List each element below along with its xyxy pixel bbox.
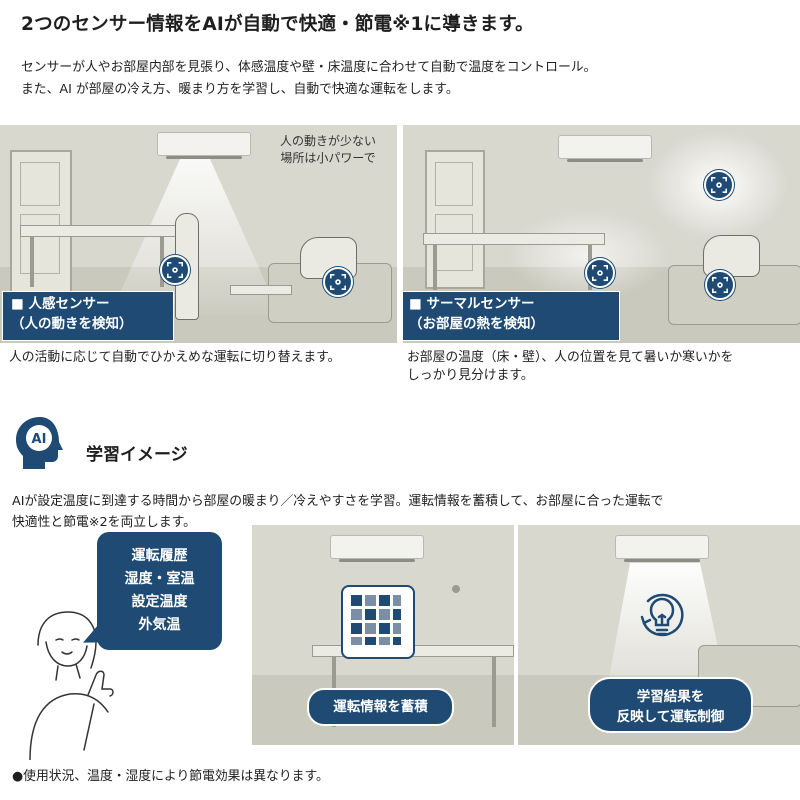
sensor-target-icon <box>160 255 190 285</box>
learning-room-apply: 学習結果を 反映して運転制御 <box>518 525 800 745</box>
learning-title: 学習イメージ <box>86 445 188 465</box>
apply-label-line1: 学習結果を <box>636 689 705 705</box>
thermal-sensor-label: ■ サーマルセンサー （お部屋の熱を検知） <box>403 291 620 341</box>
low-power-note-line1: 人の動きが少ない <box>280 134 377 148</box>
operation-data-bubble: 運転履歴 湿度・室温 設定温度 外気温 <box>97 532 222 650</box>
page-title: 2つのセンサー情報をAIが自動で快適・節電※1に導きます。 <box>21 14 534 35</box>
intro-line-1: センサーが人やお部屋内部を見張り、体感温度や壁・床温度に合わせて自動で温度をコン… <box>21 60 597 75</box>
store-data-label: 運転情報を蓄積 <box>307 688 454 726</box>
thermal-sensor-label-line1: ■ サーマルセンサー <box>409 296 535 312</box>
air-conditioner <box>157 132 251 159</box>
apply-label-line2: 反映して運転制御 <box>616 709 725 725</box>
thermal-caption-line1: お部屋の温度（床・壁）、人の位置を見て暑いか寒いかを <box>407 350 734 365</box>
thermal-sensor-label-line2: （お部屋の熱を検知） <box>409 316 544 332</box>
low-power-note: 人の動きが少ない 場所は小パワーで <box>280 133 376 167</box>
thermal-sensor-scene: ■ サーマルセンサー （お部屋の熱を検知） <box>403 125 800 343</box>
human-sensor-label-line2: （人の動きを検知） <box>11 316 133 332</box>
learning-room-store: 運転情報を蓄積 <box>252 525 514 745</box>
bubble-item: 設定温度 <box>131 594 188 610</box>
intro-line-2: また、AI が部屋の冷え方、暖まり方を学習し、自動で快適な運転をします。 <box>21 82 459 97</box>
human-sensor-scene: 人の動きが少ない 場所は小パワーで ■ 人感センサー （人の動きを検知） <box>0 125 397 343</box>
sensor-target-icon <box>705 270 735 300</box>
low-power-note-line2: 場所は小パワーで <box>280 151 376 165</box>
lightbulb-icon <box>634 587 690 643</box>
ai-icon-text: AI <box>32 432 47 447</box>
thermal-sensor-caption: お部屋の温度（床・壁）、人の位置を見て暑いか寒いかを しっかり見分けます。 <box>407 349 733 385</box>
apply-result-label: 学習結果を 反映して運転制御 <box>588 677 753 733</box>
sensor-target-icon <box>704 170 734 200</box>
ai-head-icon: AI <box>12 414 68 472</box>
human-sensor-label: ■ 人感センサー （人の動きを検知） <box>2 291 174 341</box>
coffee-table <box>230 285 292 295</box>
sitting-person <box>703 235 760 277</box>
human-sensor-label-line1: ■ 人感センサー <box>11 296 110 312</box>
dining-table <box>423 233 605 245</box>
learning-desc-line2: 快適性と節電※2を両立します。 <box>12 515 196 530</box>
data-grid-icon <box>341 585 415 659</box>
door <box>10 150 72 294</box>
air-conditioner <box>558 135 652 162</box>
bubble-item: 外気温 <box>138 617 181 633</box>
human-sensor-caption: 人の活動に応じて自動でひかえめな運転に切り替えます。 <box>9 350 341 365</box>
woman-illustration <box>29 611 114 760</box>
sensor-target-icon <box>323 267 353 297</box>
thermal-caption-line2: しっかり見分けます。 <box>407 368 534 383</box>
sensor-target-icon <box>585 258 615 288</box>
footnote: ●使用状況、温度・湿度により節電効果は異なります。 <box>12 769 329 784</box>
door-knob <box>452 585 460 593</box>
learning-desc-line1: AIが設定温度に到達する時間から部屋の暖まり／冷えやすさを学習。運転情報を蓄積し… <box>12 494 664 509</box>
air-conditioner <box>615 535 709 562</box>
bubble-item: 運転履歴 <box>131 548 188 564</box>
dining-table <box>20 225 177 237</box>
bubble-item: 湿度・室温 <box>124 571 195 587</box>
air-conditioner <box>330 535 424 562</box>
